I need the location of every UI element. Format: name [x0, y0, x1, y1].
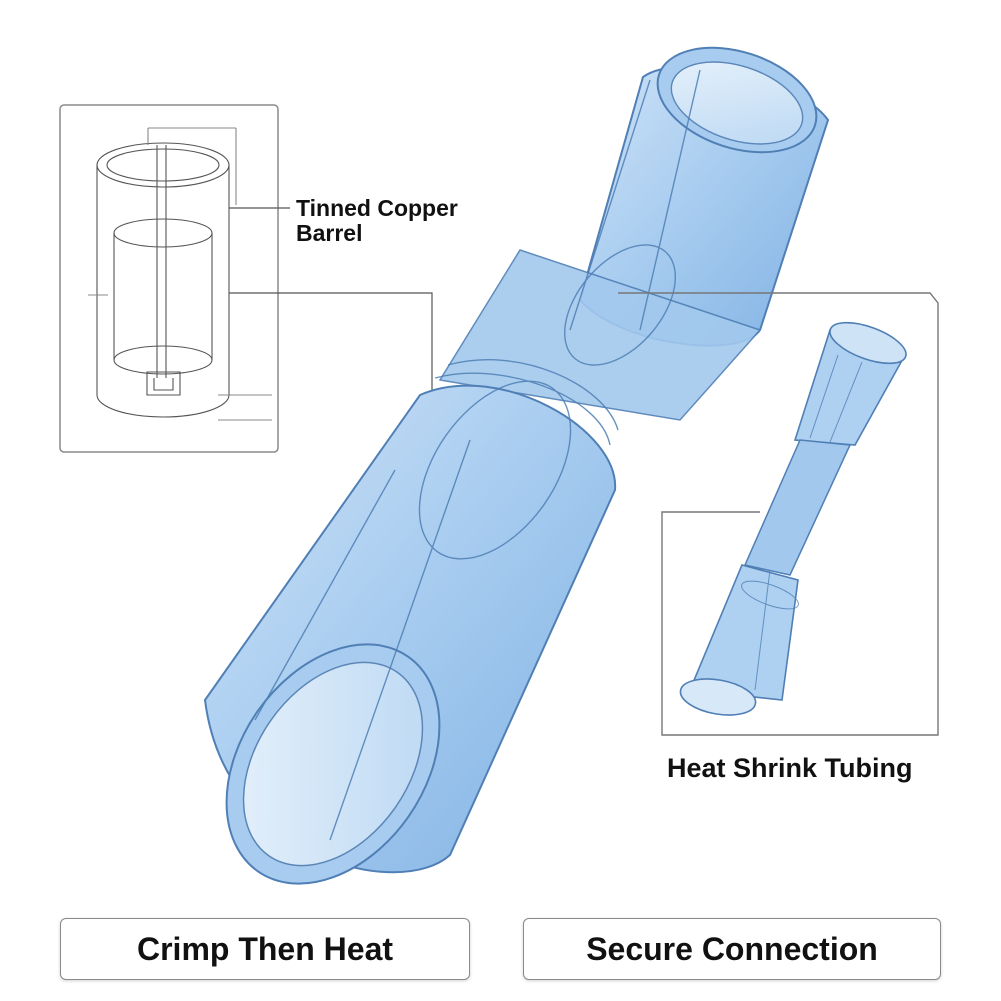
small-tubing-drawing [679, 321, 907, 716]
barrel-label-line1: Tinned Copper [296, 195, 458, 221]
crimp-then-heat-button[interactable]: Crimp Then Heat [60, 918, 470, 980]
copper-barrel-drawing [88, 127, 272, 421]
barrel-leader-lines [229, 207, 433, 395]
main-connector-tube [203, 46, 830, 885]
barrel-inset-frame [59, 104, 279, 453]
heat-shrink-tubing-label: Heat Shrink Tubing [667, 753, 913, 783]
tubing-leader-line [618, 292, 939, 736]
barrel-inset [59, 104, 279, 453]
secure-connection-button[interactable]: Secure Connection [523, 918, 941, 980]
tubing-inset [618, 292, 939, 736]
barrel-label-line2: Barrel [296, 220, 363, 247]
tinned-copper-barrel-label: Tinned Copper Barrel [296, 195, 458, 247]
